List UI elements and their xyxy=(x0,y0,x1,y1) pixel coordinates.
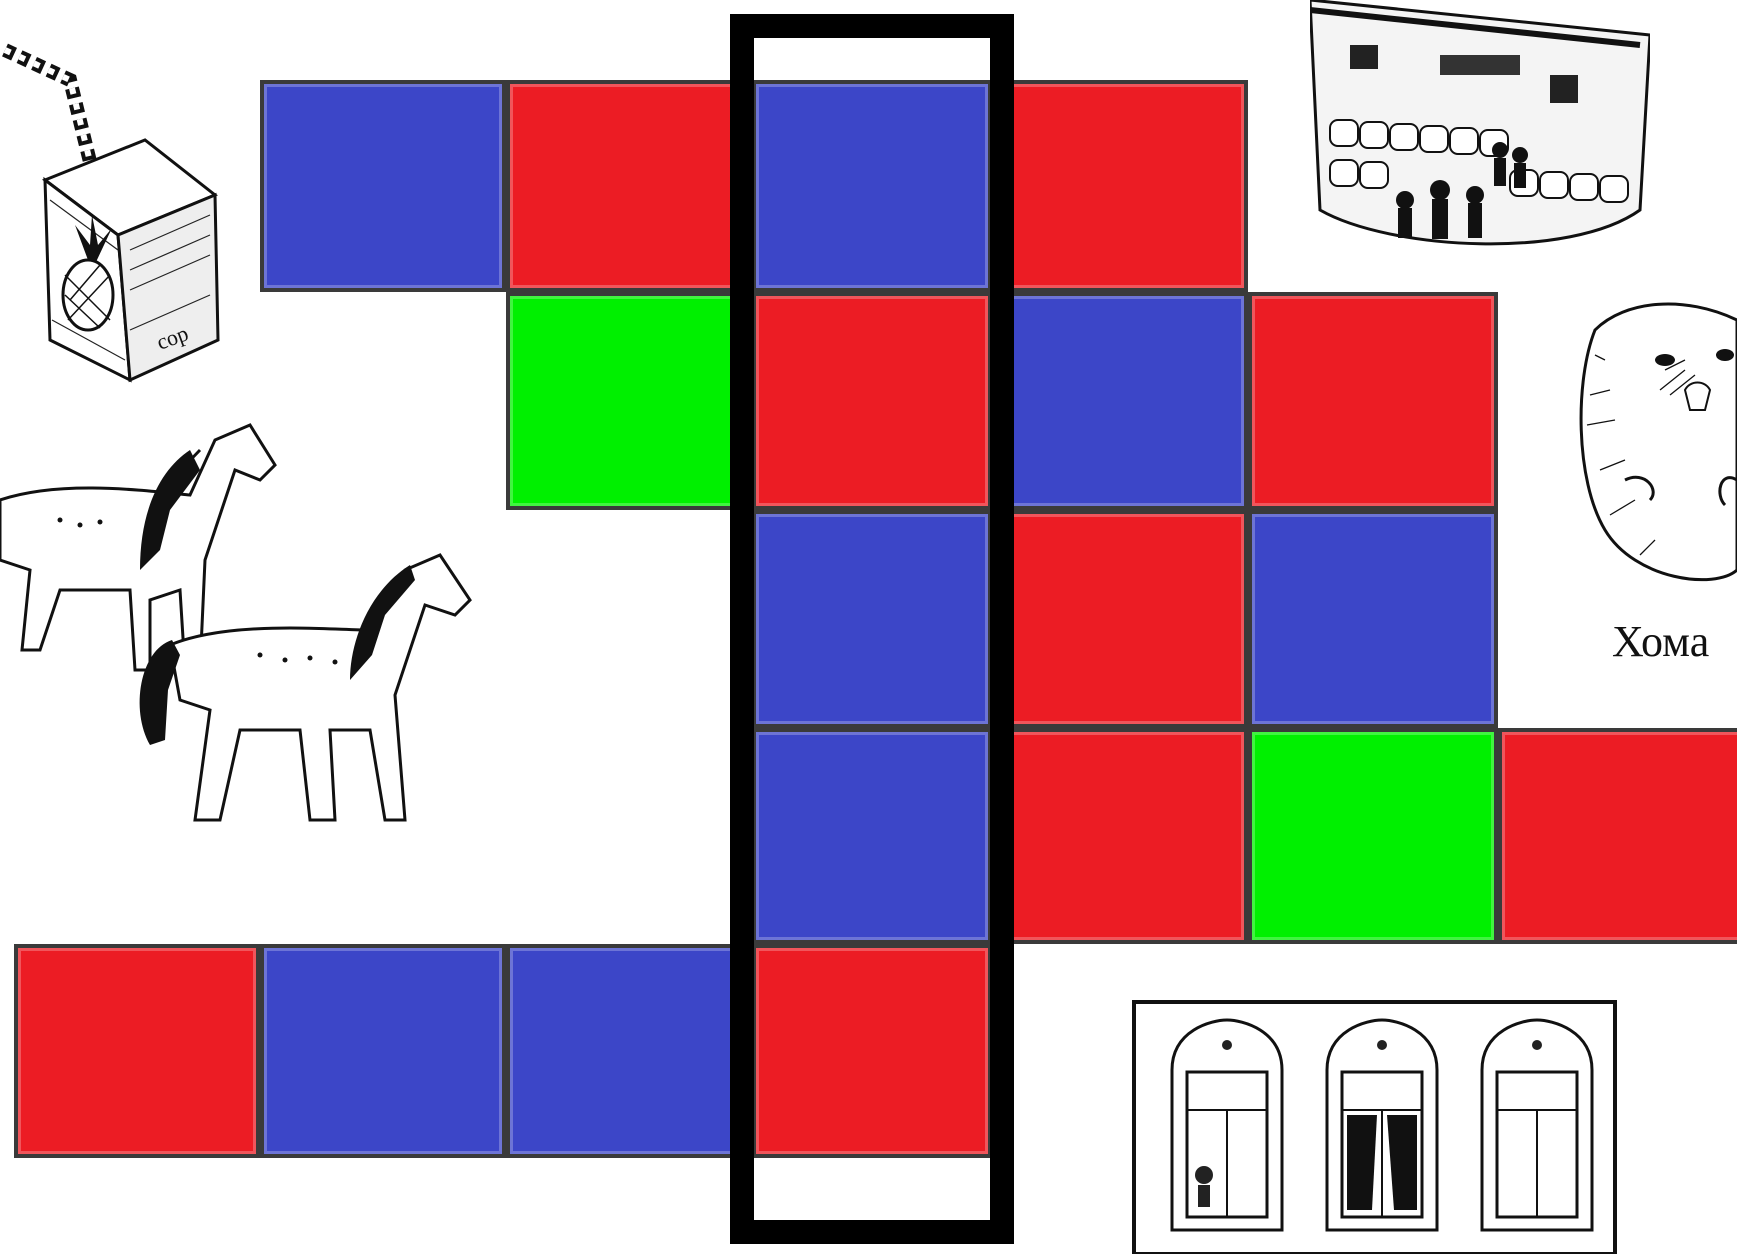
cell-r4-c4[interactable] xyxy=(1498,728,1737,944)
cell-r2-c3[interactable] xyxy=(992,292,1248,510)
cell-r5-c1[interactable] xyxy=(14,944,260,1158)
cell-r5-c3[interactable] xyxy=(506,944,752,1158)
cell-r1-c4[interactable] xyxy=(992,80,1248,292)
cell-r2-c4[interactable] xyxy=(1248,292,1498,510)
three-windows-icon xyxy=(1132,1000,1617,1254)
cinema-hall-icon xyxy=(1310,0,1650,265)
cell-r5-c2[interactable] xyxy=(260,944,506,1158)
cell-r1-c2[interactable] xyxy=(506,80,752,292)
two-horses-icon xyxy=(0,410,510,850)
cell-r3-c3[interactable] xyxy=(1248,510,1498,728)
cell-r3-c2[interactable] xyxy=(992,510,1248,728)
cell-r4-c2[interactable] xyxy=(992,728,1248,944)
pineapple-juice-box-icon: сор xyxy=(0,30,230,390)
hamster-icon xyxy=(1565,300,1737,600)
keyword-column-frame xyxy=(730,14,1014,1244)
cell-r1-c1[interactable] xyxy=(260,80,506,292)
cell-r4-c3[interactable] xyxy=(1248,728,1498,944)
cell-r2-c1[interactable] xyxy=(506,292,752,510)
hamster-caption: Хома xyxy=(1612,616,1709,667)
